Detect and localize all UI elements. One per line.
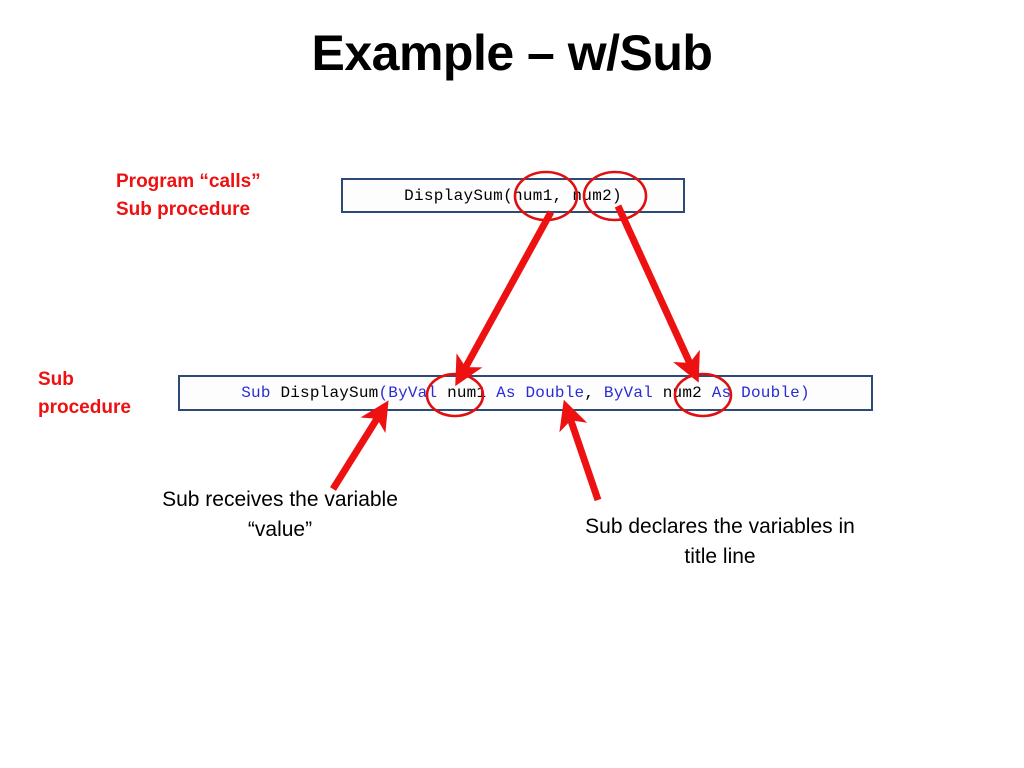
code-box-procedure-call: DisplaySum(num1, num2) bbox=[341, 178, 685, 213]
arrow-caption-left-to-byval bbox=[330, 400, 389, 491]
arrow-num1-call-to-sub bbox=[455, 210, 555, 387]
arrow-num2-call-to-sub bbox=[614, 204, 700, 383]
arrow-caption-right-to-titleline bbox=[559, 399, 602, 502]
keyword-as-double-1: As Double bbox=[486, 384, 585, 402]
sub-close-paren: ) bbox=[799, 384, 810, 402]
call-procedure-name: DisplaySum bbox=[404, 186, 504, 205]
sub-comma: , bbox=[584, 384, 604, 402]
call-comma: , bbox=[552, 186, 573, 205]
keyword-byval-1: ByVal bbox=[388, 384, 448, 402]
call-open-paren: ( bbox=[503, 186, 513, 205]
page-title: Example – w/Sub bbox=[311, 25, 713, 81]
sub-procedure-name: DisplaySum bbox=[280, 384, 379, 402]
sub-parameter-num1: num1 bbox=[447, 384, 487, 402]
call-close-paren: ) bbox=[612, 186, 622, 205]
sub-open-paren: ( bbox=[378, 384, 389, 402]
sub-parameter-num2: num2 bbox=[662, 384, 702, 402]
call-argument-num2: num2 bbox=[572, 186, 613, 205]
keyword-sub: Sub bbox=[241, 384, 281, 402]
caption-sub-declares-variables: Sub declares the variables in title line bbox=[585, 515, 855, 569]
code-box-sub-declaration: Sub DisplaySum(ByVal num1 As Double, ByV… bbox=[178, 375, 873, 411]
annotation-label-sub-procedure: Sub procedure bbox=[38, 369, 131, 418]
annotation-label-program-calls: Program “calls” Sub procedure bbox=[116, 171, 261, 220]
keyword-as-double-2: As Double bbox=[701, 384, 800, 402]
keyword-byval-2: ByVal bbox=[603, 384, 663, 402]
call-argument-num1: num1 bbox=[512, 186, 553, 205]
caption-sub-receives-value: Sub receives the variable “value” bbox=[162, 488, 398, 542]
